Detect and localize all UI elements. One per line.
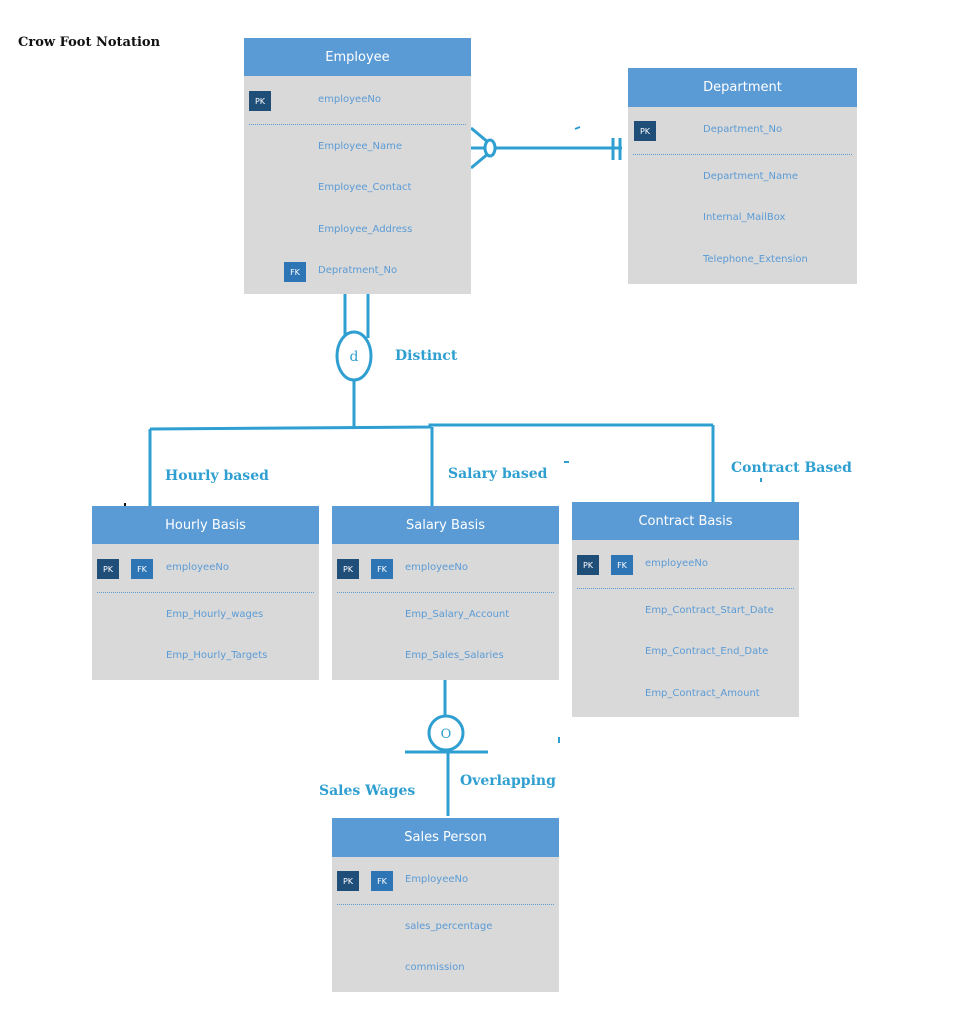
- attribute-name: Emp_Hourly_Targets: [166, 650, 268, 661]
- entity-header: Department: [628, 68, 857, 107]
- diagram-title: Crow Foot Notation: [18, 35, 161, 50]
- hourly-based-label: Hourly based: [165, 468, 269, 484]
- contract-based-label: Contract Based: [731, 460, 852, 476]
- disjoint-symbol: d: [350, 349, 359, 365]
- hourly-basis-entity[interactable]: Hourly Basis PK FK employeeNo Emp_Hourly…: [92, 506, 319, 680]
- department-entity[interactable]: Department PK Department_No Department_N…: [628, 68, 857, 284]
- attribute-row: Emp_Hourly_wages: [92, 604, 319, 626]
- entity-header: Sales Person: [332, 818, 559, 857]
- attribute-row: sales_percentage: [332, 916, 559, 938]
- attribute-row: FK Depratment_No: [244, 260, 471, 282]
- pk-badge: PK: [97, 559, 119, 579]
- pk-badge: PK: [577, 555, 599, 575]
- attribute-row: PK Department_No: [628, 119, 857, 141]
- attribute-row: Department_Name: [628, 166, 857, 188]
- entity-header: Employee: [244, 38, 471, 76]
- distinct-label: Distinct: [395, 348, 458, 364]
- employee-entity[interactable]: Employee PK employeeNo Employee_Name Emp…: [244, 38, 471, 294]
- stray-mark: [574, 126, 581, 130]
- attribute-row: PK FK employeeNo: [332, 557, 559, 579]
- attribute-row: Emp_Hourly_Targets: [92, 645, 319, 667]
- attribute-name: Emp_Contract_Start_Date: [645, 605, 774, 616]
- fk-badge: FK: [371, 871, 393, 891]
- attribute-name: Department_No: [703, 124, 783, 135]
- attribute-name: Employee_Name: [318, 141, 403, 152]
- attribute-row: PK FK EmployeeNo: [332, 869, 559, 891]
- attribute-row: Emp_Contract_Start_Date: [572, 600, 799, 622]
- attribute-name: sales_percentage: [405, 921, 493, 932]
- attribute-row: PK FK employeeNo: [572, 553, 799, 575]
- attribute-name: commission: [405, 962, 465, 973]
- key-separator: [577, 588, 794, 589]
- sales-wages-label: Sales Wages: [319, 783, 416, 799]
- attribute-name: employeeNo: [645, 558, 708, 569]
- one-mandatory-icon: [611, 138, 622, 160]
- attribute-name: Department_Name: [703, 171, 799, 182]
- attribute-name: Telephone_Extension: [703, 254, 808, 265]
- entity-header: Salary Basis: [332, 506, 559, 544]
- attribute-row: PK FK employeeNo: [92, 557, 319, 579]
- attribute-name: EmployeeNo: [405, 874, 469, 885]
- attribute-row: Emp_Salary_Account: [332, 604, 559, 626]
- attribute-name: Internal_MailBox: [703, 212, 786, 223]
- attribute-row: Emp_Contract_Amount: [572, 683, 799, 705]
- contract-basis-entity[interactable]: Contract Basis PK FK employeeNo Emp_Cont…: [572, 502, 799, 717]
- overlap-symbol: O: [441, 727, 452, 742]
- fk-badge: FK: [371, 559, 393, 579]
- subtype-bar-line: [149, 423, 713, 431]
- attribute-row: Internal_MailBox: [628, 207, 857, 229]
- attribute-row: Employee_Name: [244, 136, 471, 158]
- attribute-row: Emp_Sales_Salaries: [332, 645, 559, 667]
- salary-basis-entity[interactable]: Salary Basis PK FK employeeNo Emp_Salary…: [332, 506, 559, 680]
- attribute-row: Employee_Address: [244, 219, 471, 241]
- attribute-name: employeeNo: [318, 94, 381, 105]
- key-separator: [249, 124, 466, 125]
- pk-badge: PK: [634, 121, 656, 141]
- attribute-name: Emp_Contract_Amount: [645, 688, 760, 699]
- attribute-name: Depratment_No: [318, 265, 398, 276]
- entity-header: Contract Basis: [572, 502, 799, 540]
- attribute-name: Emp_Sales_Salaries: [405, 650, 504, 661]
- key-separator: [337, 904, 554, 905]
- attribute-name: Employee_Contact: [318, 182, 412, 193]
- fk-badge: FK: [611, 555, 633, 575]
- overlap-circle-icon: [427, 714, 465, 752]
- fk-badge: FK: [284, 262, 306, 282]
- key-separator: [97, 592, 314, 593]
- pk-badge: PK: [337, 871, 359, 891]
- attribute-name: employeeNo: [166, 562, 229, 573]
- attribute-name: Emp_Salary_Account: [405, 609, 510, 620]
- crow-foot-zero-icon: [483, 138, 497, 158]
- attribute-row: Employee_Contact: [244, 177, 471, 199]
- salary-based-label: Salary based: [448, 466, 548, 482]
- key-separator: [337, 592, 554, 593]
- attribute-row: PK employeeNo: [244, 89, 471, 111]
- pk-badge: PK: [337, 559, 359, 579]
- key-separator: [633, 154, 852, 155]
- attribute-name: Emp_Hourly_wages: [166, 609, 264, 620]
- entity-header: Hourly Basis: [92, 506, 319, 544]
- attribute-row: commission: [332, 957, 559, 979]
- attribute-row: Telephone_Extension: [628, 249, 857, 271]
- attribute-name: Emp_Contract_End_Date: [645, 646, 769, 657]
- pk-badge: PK: [249, 91, 271, 111]
- overlapping-label: Overlapping: [460, 773, 556, 789]
- fk-badge: FK: [131, 559, 153, 579]
- attribute-name: Employee_Address: [318, 224, 413, 235]
- attribute-row: Emp_Contract_End_Date: [572, 641, 799, 663]
- attribute-name: employeeNo: [405, 562, 468, 573]
- sales-person-entity[interactable]: Sales Person PK FK EmployeeNo sales_perc…: [332, 818, 559, 992]
